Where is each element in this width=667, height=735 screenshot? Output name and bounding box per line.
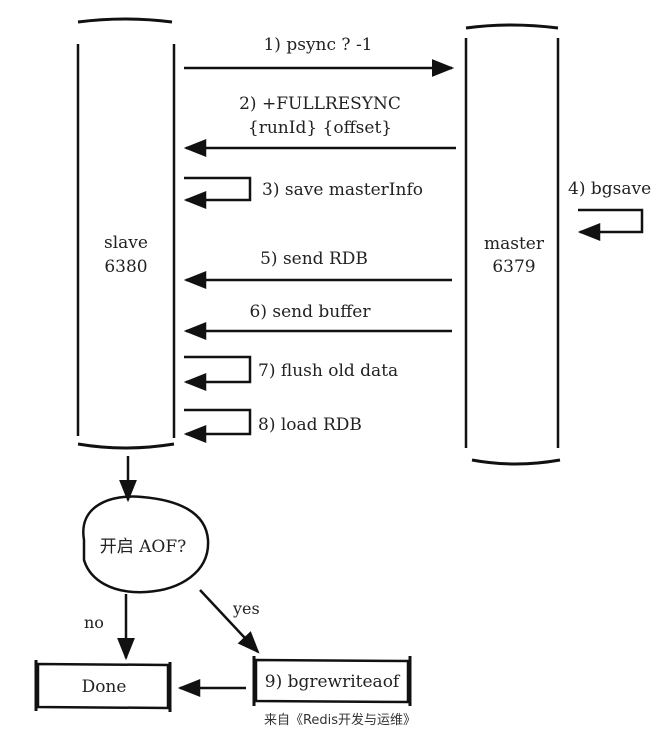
step-bgsave: 4) bgsave: [568, 179, 651, 241]
step-flush-old-data-label: 7) flush old data: [258, 361, 398, 381]
step-psync-label: 1) psync ? -1: [263, 35, 372, 55]
master-name: master: [484, 234, 545, 254]
step-send-rdb-label: 5) send RDB: [260, 249, 368, 269]
step-psync: 1) psync ? -1: [184, 35, 455, 77]
step-fullresync-params: {runId} {offset}: [248, 118, 392, 138]
master-port: 6379: [492, 257, 535, 277]
bgrewriteaof-box: 9) bgrewriteaof: [252, 656, 412, 706]
slave-name: slave: [104, 233, 148, 253]
step-send-buffer: 6) send buffer: [183, 302, 452, 340]
step-fullresync: 2) +FULLRESYNC {runId} {offset}: [183, 94, 456, 157]
step-save-masterinfo: 3) save masterInfo: [183, 176, 423, 209]
master-node: master 6379: [464, 23, 561, 466]
source-caption: 来自《Redis开发与运维》: [264, 712, 416, 728]
slave-node: slave 6380: [76, 17, 176, 450]
slave-port: 6380: [104, 257, 147, 277]
branch-yes: yes: [199, 589, 260, 654]
step-fullresync-label: 2) +FULLRESYNC: [239, 94, 401, 114]
step-bgsave-label: 4) bgsave: [568, 179, 651, 199]
done-box: Done: [34, 660, 172, 712]
aof-decision-label: 开启 AOF?: [100, 537, 187, 557]
step-send-rdb: 5) send RDB: [183, 249, 452, 289]
step-flush-old-data: 7) flush old data: [183, 355, 398, 391]
branch-no: no: [84, 594, 135, 661]
aof-decision: 开启 AOF?: [82, 495, 210, 594]
done-label: Done: [82, 677, 127, 697]
step-save-masterinfo-label: 3) save masterInfo: [262, 180, 423, 200]
branch-no-label: no: [84, 613, 104, 632]
branch-yes-label: yes: [232, 599, 260, 618]
bgrewriteaof-label: 9) bgrewriteaof: [265, 672, 401, 692]
step-load-rdb-label: 8) load RDB: [258, 415, 362, 435]
step-load-rdb: 8) load RDB: [183, 408, 362, 443]
step-send-buffer-label: 6) send buffer: [250, 302, 372, 322]
